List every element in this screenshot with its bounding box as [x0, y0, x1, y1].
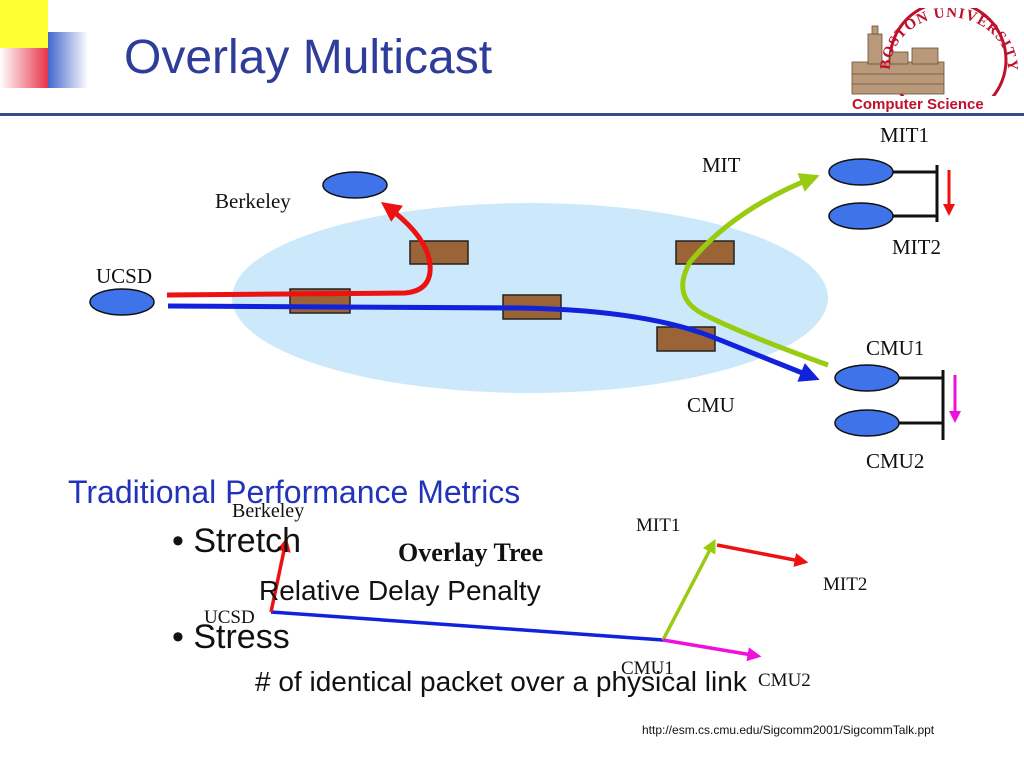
- boston-university-logo: BOSTON UNIVERSITY: [851, 8, 1018, 96]
- overlay-label-mit1: MIT1: [636, 515, 681, 536]
- label-cmu2: CMU2: [866, 449, 925, 473]
- metric-description: Relative Delay Penalty: [259, 575, 541, 606]
- router: [656, 326, 716, 352]
- corner-decoration-red: [0, 48, 48, 88]
- host-cmu1: [834, 364, 900, 392]
- overlay-edge-ucsd-cmu1: [270, 610, 664, 642]
- label-berkeley: Berkeley: [215, 189, 291, 213]
- label-ucsd: UCSD: [96, 264, 153, 288]
- metric-item-stretch: • Stretch: [172, 522, 301, 561]
- title-divider: [0, 113, 1024, 116]
- label-mit1: MIT1: [880, 123, 929, 147]
- host-ucsd: [89, 288, 155, 316]
- metric-name: Stress: [193, 618, 290, 656]
- metric-name: Stretch: [193, 522, 302, 560]
- overlay-label-cmu1: CMU1: [621, 658, 674, 679]
- slide-title: Overlay Multicast: [124, 31, 493, 84]
- overlay-edge-ucsd-berkeley: [269, 537, 291, 613]
- overlay-edge-mit1-mit2: [716, 543, 809, 567]
- router: [409, 240, 469, 265]
- blue-path-ucsd-to-cmu: [167, 303, 820, 382]
- corner-decoration-blue: [48, 32, 88, 88]
- metric-description: # of identical packet over a physical li…: [255, 666, 747, 697]
- host-mit2: [828, 202, 894, 230]
- host-mit1: [828, 158, 894, 186]
- bullet-point: •: [172, 522, 184, 560]
- green-path-cmu-to-mit: [680, 173, 829, 368]
- label-mit: MIT: [702, 153, 741, 177]
- logo-building-illustration: [851, 25, 945, 95]
- overlay-edge-cmu1-mit1: [661, 538, 716, 641]
- label-cmu1: CMU1: [866, 336, 925, 360]
- corner-decoration-yellow: [0, 0, 48, 48]
- source-url: http://esm.cs.cmu.edu/Sigcomm2001/Sigcom…: [642, 723, 935, 737]
- metric-item-stress: • Stress: [172, 618, 290, 657]
- metrics-heading: Traditional Performance Metrics: [68, 474, 521, 510]
- host-cmu2: [834, 409, 900, 437]
- department-label: Computer Science: [852, 96, 984, 113]
- label-mit2: MIT2: [892, 235, 941, 259]
- red-path-ucsd-to-berkeley: [166, 202, 433, 298]
- overlay-label-cmu2: CMU2: [758, 670, 811, 691]
- overlay-edge-cmu1-cmu2: [662, 638, 762, 662]
- overlay-label-mit2: MIT2: [823, 574, 868, 595]
- label-cmu: CMU: [687, 393, 735, 417]
- overlay-label-ucsd: UCSD: [204, 607, 255, 628]
- host-berkeley: [322, 171, 388, 199]
- overlay-label-berkeley: Berkeley: [232, 500, 305, 522]
- bullet-point: •: [172, 618, 184, 656]
- overlay-tree-title: Overlay Tree: [398, 538, 544, 567]
